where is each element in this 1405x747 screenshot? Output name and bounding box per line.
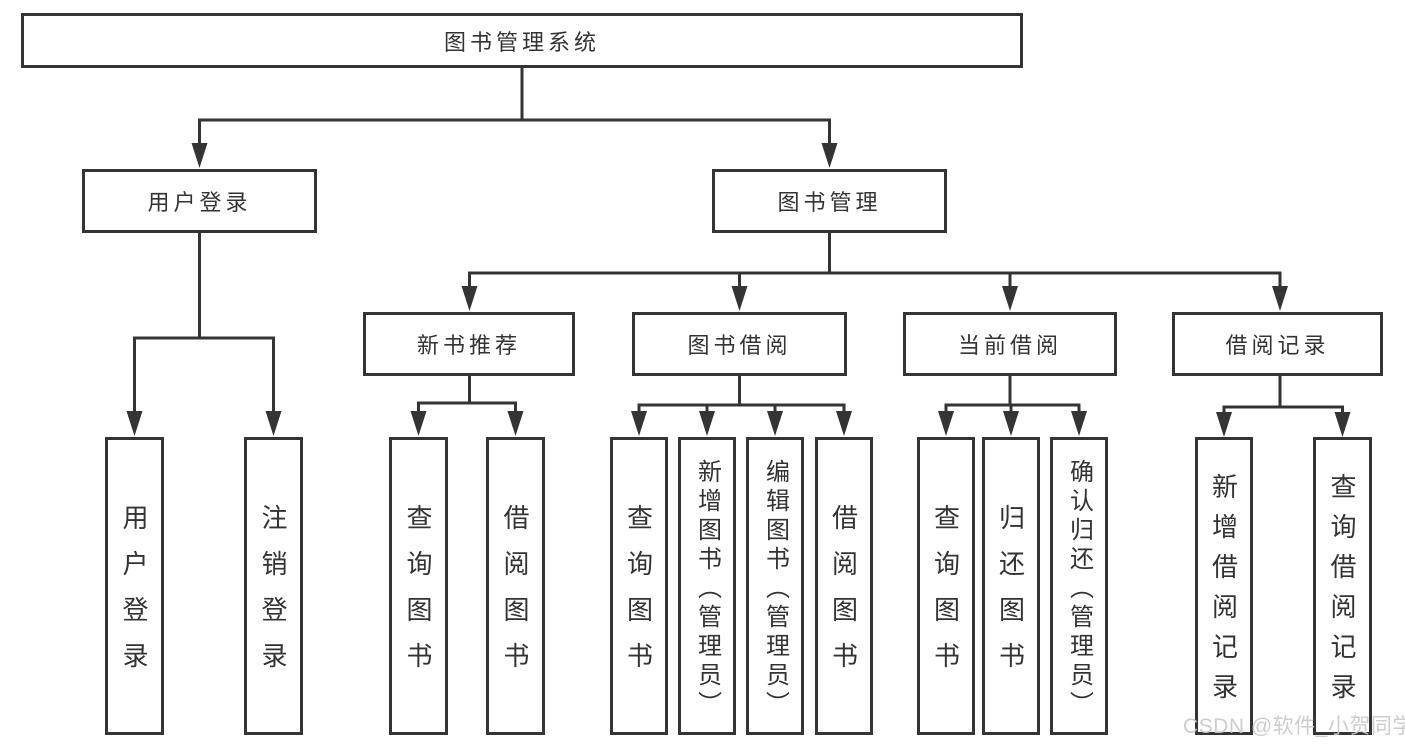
node-label: 图书管理 xyxy=(777,190,882,215)
leaf-add-borrow-record: 新增借阅记录 xyxy=(1195,437,1253,735)
csdn-watermark: CSDN @软件_小贺同学 xyxy=(1183,715,1405,738)
leaf-user-login: 用户登录 xyxy=(105,437,164,735)
node-borrowing-records: 借阅记录 xyxy=(1172,312,1383,376)
node-label: 当前借阅 xyxy=(957,333,1062,358)
node-label: 确认归还（管理员） xyxy=(1065,458,1093,720)
leaf-return-books: 归还图书 xyxy=(982,437,1040,735)
leaf-borrow-books: 借阅图书 xyxy=(815,437,873,735)
leaf-borrow-books-recommend: 借阅图书 xyxy=(486,437,545,735)
node-label: 用户登录 xyxy=(119,504,149,688)
node-label: 查询图书 xyxy=(930,504,961,688)
leaf-confirm-return-admin: 确认归还（管理员） xyxy=(1050,437,1108,735)
node-label: 注销登录 xyxy=(258,504,288,688)
node-label: 借阅图书 xyxy=(500,504,530,688)
leaf-query-borrow-record: 查询借阅记录 xyxy=(1313,437,1372,735)
node-user-login: 用户登录 xyxy=(82,169,317,233)
node-label: 查询图书 xyxy=(623,504,654,688)
node-label: 图书管理系统 xyxy=(443,29,600,55)
leaf-query-books-recommend: 查询图书 xyxy=(389,437,448,735)
node-label: 编辑图书（管理员） xyxy=(761,458,789,720)
node-book-management: 图书管理 xyxy=(712,169,947,233)
leaf-logout: 注销登录 xyxy=(244,437,303,735)
node-new-book-recommend: 新书推荐 xyxy=(363,312,575,376)
node-current-borrowing: 当前借阅 xyxy=(903,312,1117,376)
leaf-edit-book-admin: 编辑图书（管理员） xyxy=(746,437,804,735)
node-label: 用户登录 xyxy=(147,190,252,215)
arrowheads xyxy=(126,143,1351,437)
node-library-management-system: 图书管理系统 xyxy=(21,13,1023,68)
node-label: 查询图书 xyxy=(403,504,433,688)
leaf-query-books-current: 查询图书 xyxy=(917,437,975,735)
node-label: 新增图书（管理员） xyxy=(693,458,721,720)
node-book-borrowing: 图书借阅 xyxy=(632,312,847,376)
node-label: 图书借阅 xyxy=(687,333,792,358)
node-label: 查询借阅记录 xyxy=(1327,473,1357,713)
node-label: 归还图书 xyxy=(995,504,1026,688)
leaf-query-books-borrow: 查询图书 xyxy=(610,437,668,735)
node-label: 新增借阅记录 xyxy=(1208,473,1239,713)
node-label: 新书推荐 xyxy=(416,333,521,358)
leaf-add-book-admin: 新增图书（管理员） xyxy=(678,437,736,735)
node-label: 借阅记录 xyxy=(1225,333,1330,358)
node-label: 借阅图书 xyxy=(828,504,859,688)
